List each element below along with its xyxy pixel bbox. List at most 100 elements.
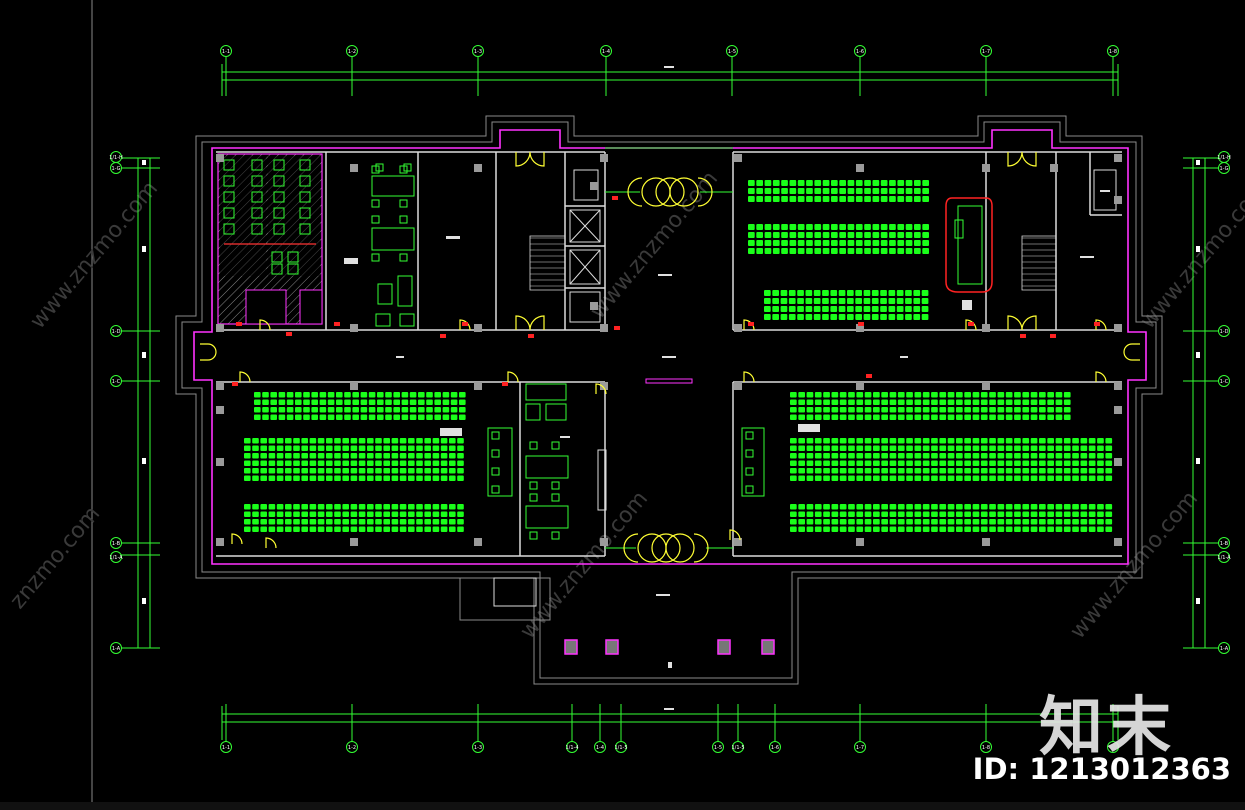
- seat: [848, 468, 855, 474]
- seat: [409, 392, 417, 398]
- door: [693, 533, 709, 563]
- column: [1114, 382, 1122, 390]
- seat: [1022, 445, 1030, 451]
- seat: [873, 460, 880, 466]
- seat: [424, 519, 431, 525]
- seat: [914, 232, 921, 238]
- seat: [914, 399, 922, 405]
- seat: [408, 526, 415, 532]
- seat: [326, 445, 333, 451]
- seat: [964, 519, 971, 525]
- seat: [1063, 468, 1071, 474]
- seat: [797, 298, 804, 304]
- seat: [368, 407, 376, 413]
- seat: [897, 180, 905, 186]
- seat: [295, 399, 302, 405]
- seat: [947, 526, 955, 532]
- seat: [888, 314, 896, 320]
- seat: [748, 180, 755, 186]
- seat: [873, 526, 880, 532]
- seat: [301, 468, 308, 474]
- seat: [1022, 526, 1030, 532]
- seat: [980, 519, 988, 525]
- seat: [268, 526, 276, 532]
- seat: [301, 445, 308, 451]
- seat: [1105, 475, 1113, 481]
- seat: [873, 475, 880, 481]
- toilet-fixture: [299, 175, 311, 187]
- seat: [931, 526, 938, 532]
- seat: [449, 504, 456, 510]
- seat: [864, 414, 872, 420]
- seat: [780, 298, 788, 304]
- marker: [858, 322, 864, 326]
- seat: [1047, 504, 1054, 510]
- seat: [839, 188, 846, 194]
- seat: [317, 453, 325, 459]
- seat: [914, 248, 921, 254]
- seat: [1063, 475, 1071, 481]
- seat: [814, 504, 822, 510]
- seat: [391, 475, 399, 481]
- seat: [1022, 511, 1030, 517]
- seat: [1005, 475, 1013, 481]
- chair: [371, 253, 380, 262]
- seat: [956, 407, 963, 413]
- seat: [856, 511, 864, 517]
- seat: [254, 407, 261, 413]
- seat: [1080, 453, 1088, 459]
- seat: [972, 453, 980, 459]
- seat: [797, 196, 805, 202]
- seat: [449, 511, 456, 517]
- seat: [830, 306, 838, 312]
- seat: [872, 196, 880, 202]
- seat: [244, 519, 251, 525]
- seat: [1097, 468, 1104, 474]
- seat: [922, 399, 930, 405]
- seat: [989, 468, 996, 474]
- seat: [806, 232, 813, 238]
- seat: [252, 519, 259, 525]
- seat: [295, 407, 302, 413]
- seat: [260, 511, 267, 517]
- door: [231, 533, 243, 545]
- seat: [906, 519, 913, 525]
- toilet-fixture: [223, 159, 235, 171]
- seat: [1072, 526, 1079, 532]
- marker: [502, 382, 508, 386]
- column: [474, 382, 482, 390]
- seat: [1063, 460, 1071, 466]
- marker: [614, 326, 620, 330]
- seat: [270, 414, 277, 420]
- seat: [897, 399, 905, 405]
- seat: [789, 248, 797, 254]
- seat: [897, 445, 905, 451]
- seat: [748, 196, 755, 202]
- column: [982, 538, 990, 546]
- chair: [491, 467, 500, 476]
- seat: [1014, 519, 1021, 525]
- seat: [931, 475, 938, 481]
- seat: [276, 504, 284, 510]
- seat: [897, 468, 905, 474]
- seat: [360, 407, 368, 413]
- seat: [1014, 453, 1021, 459]
- column: [216, 458, 224, 466]
- seat: [980, 414, 988, 420]
- seat: [1088, 445, 1096, 451]
- seat: [457, 438, 464, 444]
- watermark-logo: 知末: [1039, 691, 1175, 765]
- seat: [367, 445, 374, 451]
- seat: [856, 504, 864, 510]
- seat: [1097, 460, 1104, 466]
- seat: [881, 407, 888, 413]
- seat: [839, 407, 847, 413]
- seat: [913, 306, 921, 312]
- axis-label: 1-1: [222, 745, 230, 751]
- seat: [450, 414, 458, 420]
- right-ticks: [1196, 160, 1200, 604]
- seat: [1005, 399, 1013, 405]
- seat: [913, 290, 921, 296]
- seat: [806, 224, 813, 230]
- seat: [855, 290, 862, 296]
